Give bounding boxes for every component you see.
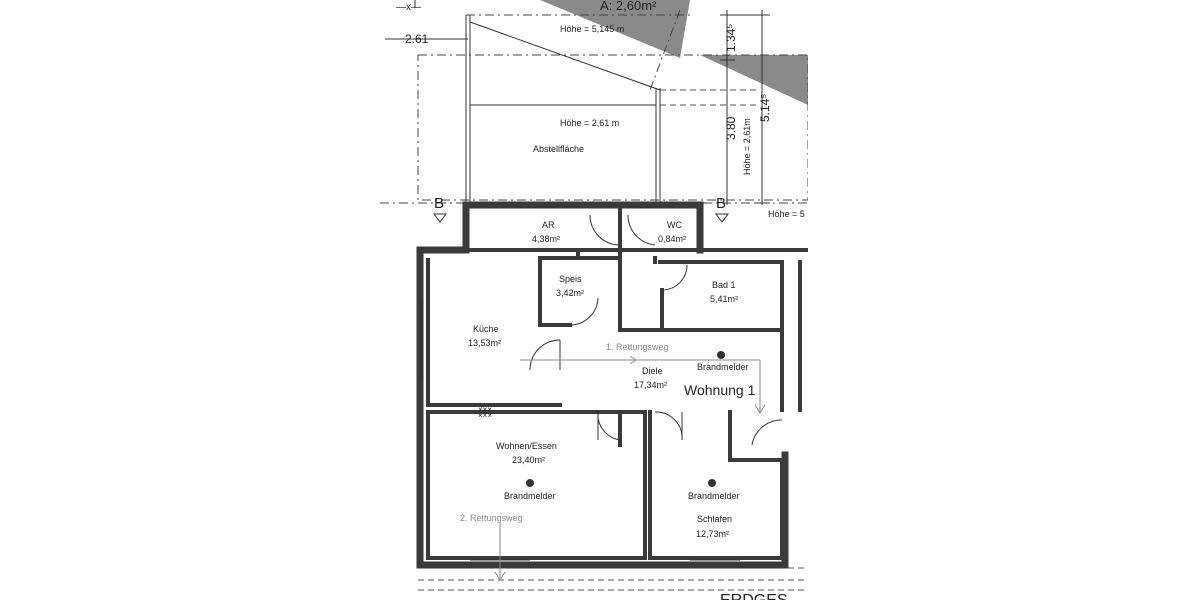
- detector-wohnen-label: Brandmelder: [504, 491, 556, 501]
- room-wohnen-area: 23,40m²: [512, 455, 545, 465]
- apartment-name: Wohnung 1: [684, 382, 756, 398]
- room-wc-area: 0,84m²: [658, 234, 686, 244]
- room-ar-area: 4,38m²: [532, 234, 560, 244]
- roof-area-right: [700, 55, 808, 105]
- room-schlafen-name: Schlafen: [697, 514, 732, 524]
- room-diele-name: Diele: [642, 366, 663, 376]
- storage-name: Abstellfläche: [533, 144, 584, 154]
- dim-right-small-label: 1.34⁵: [724, 24, 738, 52]
- hoehe-right-label: Höhe = 5: [768, 209, 805, 219]
- hoehe-roof-label: Höhe = 5,145 m: [560, 24, 624, 34]
- svg-text:—x—: —x—: [396, 2, 421, 13]
- detector-schlafen-icon: [708, 479, 716, 487]
- hoehe-vertical-label: Höhe = 2,61m: [742, 118, 752, 175]
- svg-text:×××: ×××: [478, 405, 492, 414]
- section-marker-left: B: [434, 195, 444, 212]
- room-kueche-area: 13,53m²: [468, 338, 501, 348]
- detector-schlafen-label: Brandmelder: [688, 491, 740, 501]
- room-schlafen-area: 12,73m²: [696, 529, 729, 539]
- room-wc-name: WC: [667, 220, 682, 230]
- right-margin: [808, 0, 1200, 600]
- svg-text:×××: ×××: [478, 411, 492, 420]
- escape-route-2-label: 2. Rettungsweg: [460, 513, 523, 523]
- escape-route-1-label: 1. Rettungsweg: [606, 342, 669, 352]
- hoehe-storage-label: Höhe = 2,61 m: [560, 118, 619, 128]
- room-bad-area: 5,41m²: [710, 294, 738, 304]
- section-marker-right: B: [716, 195, 726, 212]
- room-speis-area: 3,42m²: [556, 288, 584, 298]
- room-wohnen-name: Wohnen/Essen: [496, 441, 557, 451]
- room-ar-name: AR: [542, 220, 555, 230]
- dim-left-label: 2.61: [405, 32, 429, 46]
- room-bad-name: Bad 1: [712, 280, 736, 290]
- detector-wohnen-icon: [526, 479, 534, 487]
- area-top-label: A: 2,60m²: [600, 0, 657, 13]
- section-marker-right-icon: [715, 213, 729, 223]
- bottom-text: ERDGES: [720, 592, 788, 600]
- room-diele-area: 17,34m²: [634, 380, 667, 390]
- dim-right-mid-label: 3.80: [724, 116, 738, 140]
- section-marker-left-icon: [433, 213, 447, 223]
- detector-diele-label: Brandmelder: [697, 362, 749, 372]
- room-speis-name: Speis: [559, 274, 582, 284]
- room-kueche-name: Küche: [473, 324, 499, 334]
- roof-area-top: [540, 0, 690, 58]
- dim-right-big-label: 5.14⁵: [758, 94, 772, 122]
- detector-diele-icon: [717, 351, 725, 359]
